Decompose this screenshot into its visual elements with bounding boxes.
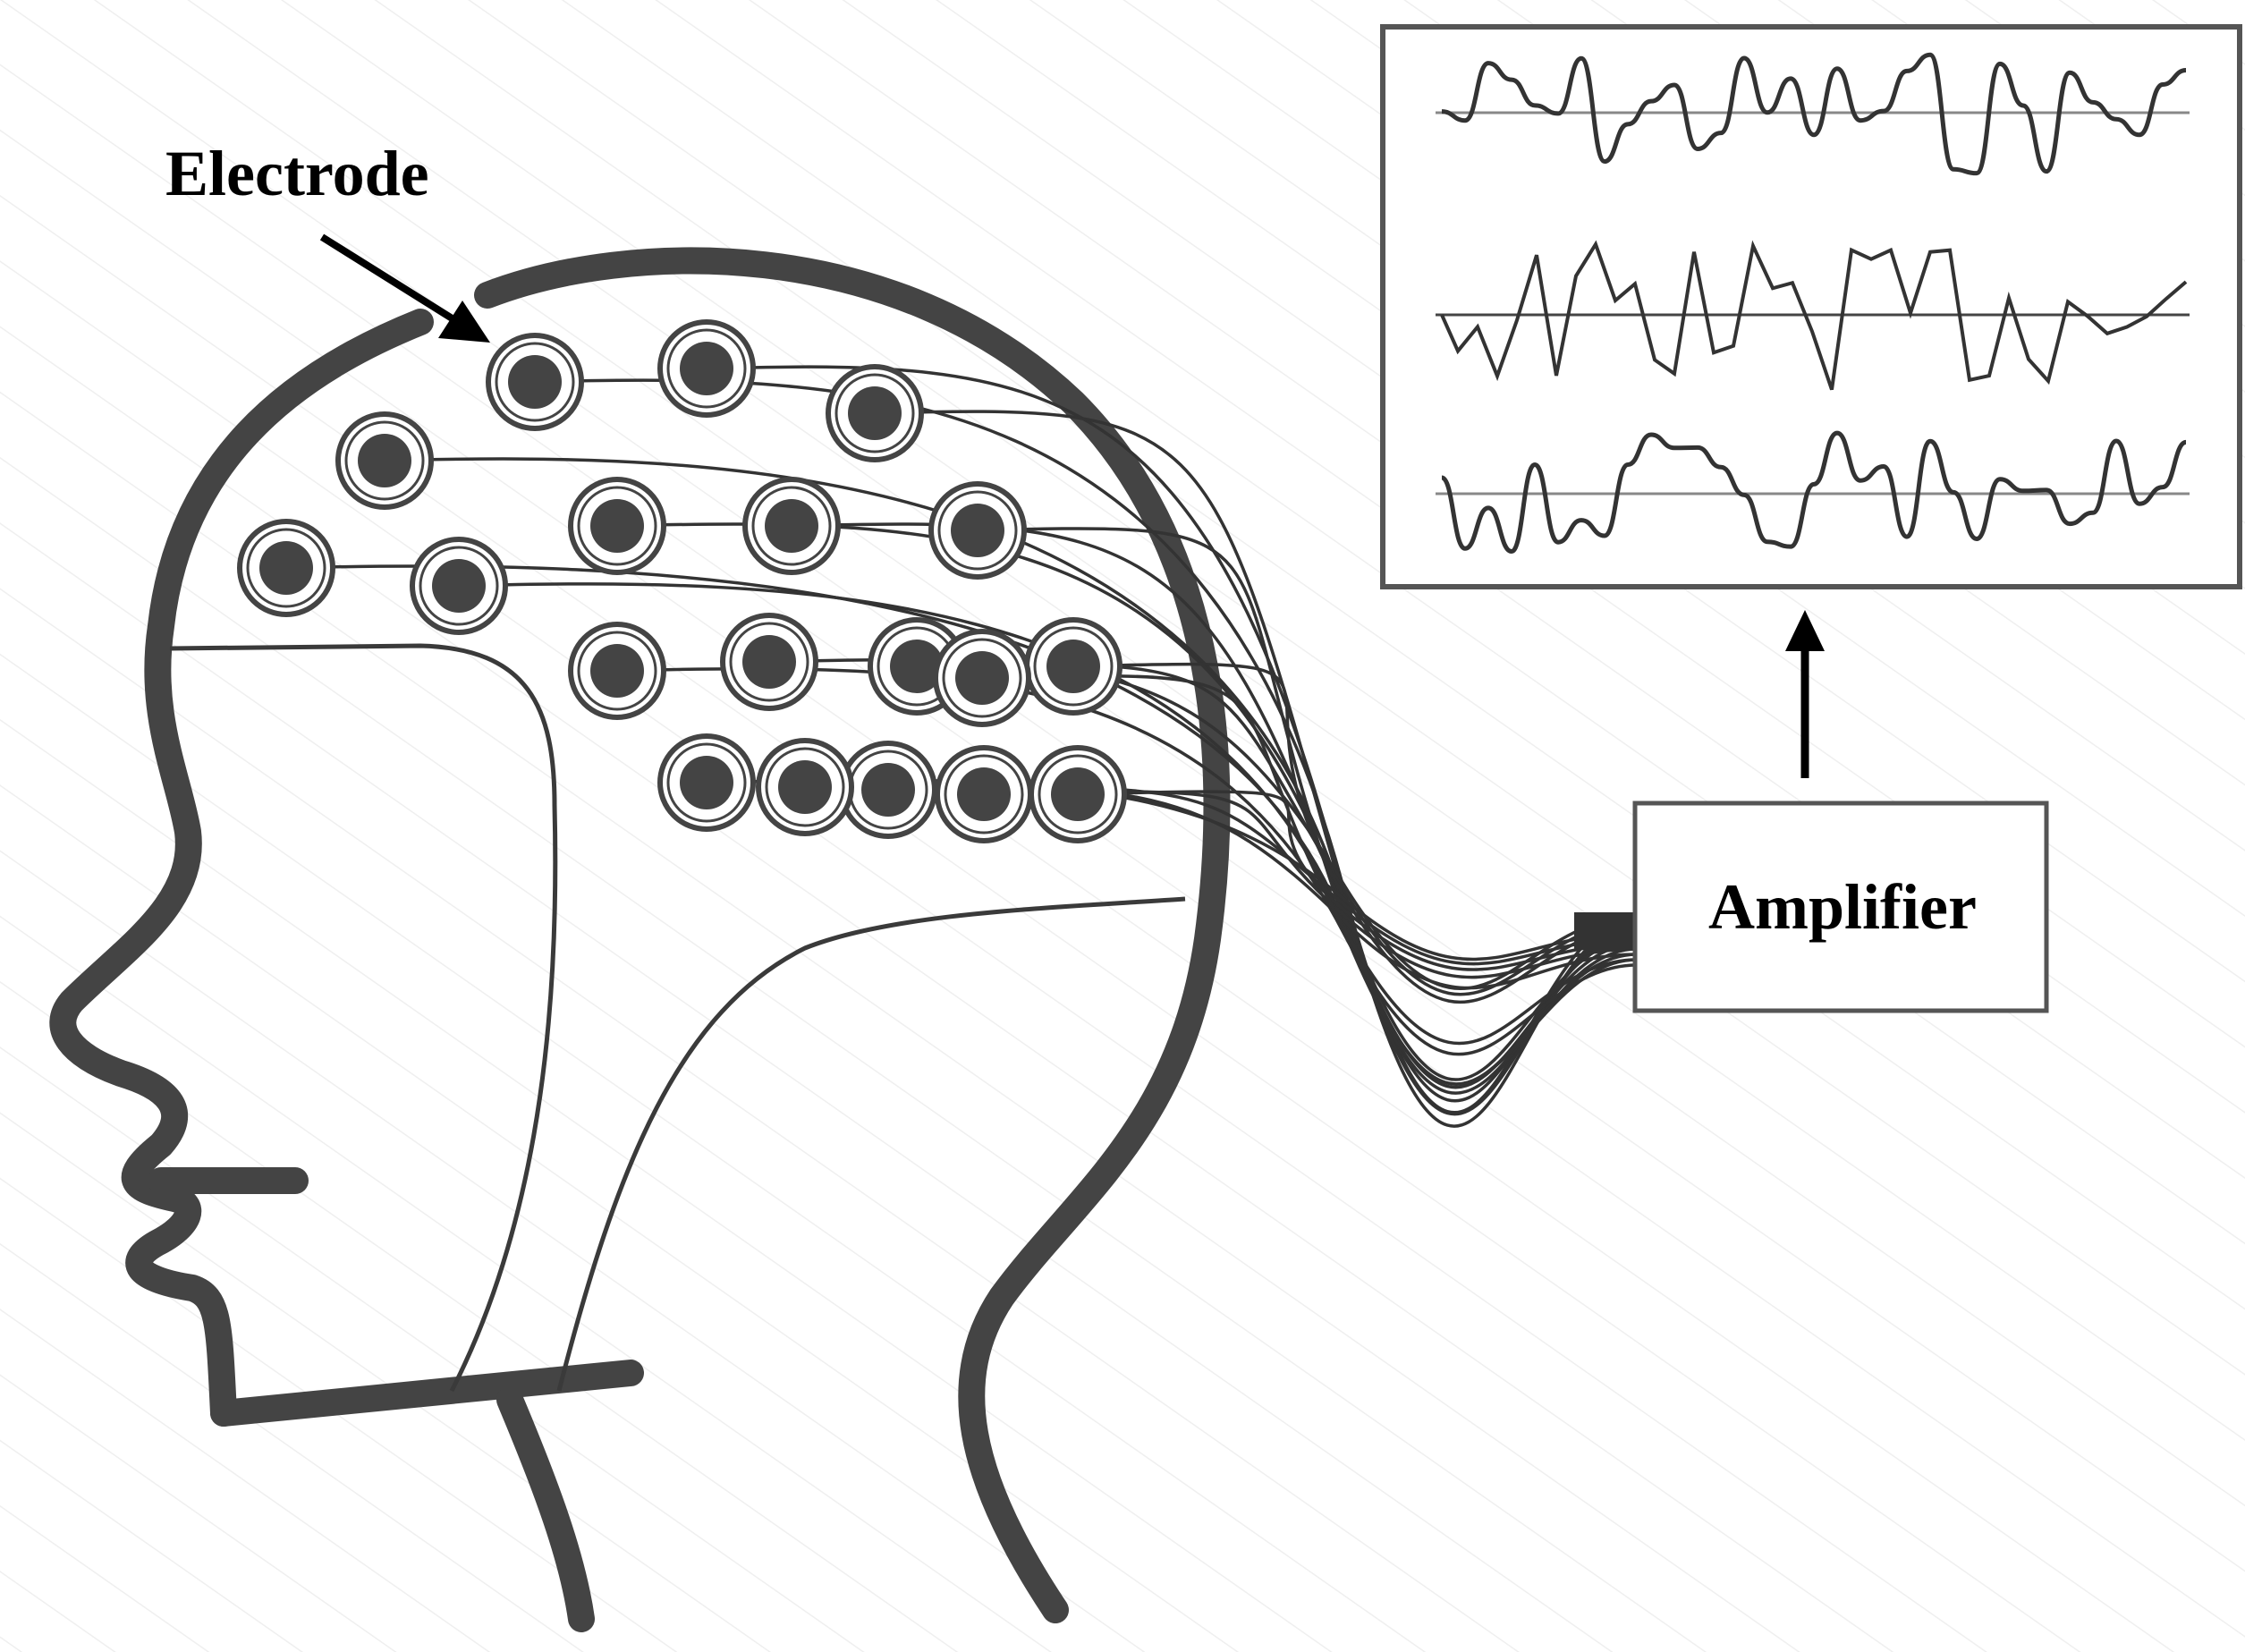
electrode — [933, 629, 1031, 727]
electrode-wire — [1077, 790, 1638, 971]
eeg-trace-2 — [1440, 240, 2188, 391]
electrode-wire — [1072, 662, 1638, 1004]
signal-monitor — [1380, 24, 2242, 589]
electrode — [657, 733, 756, 832]
cap-edge-line — [169, 643, 558, 1393]
electrode — [410, 537, 508, 635]
electrode — [335, 411, 434, 510]
cap-strap-line — [556, 896, 1186, 1392]
electrode — [826, 364, 924, 462]
cap-outline — [169, 643, 1186, 1393]
electrode — [742, 477, 841, 575]
wire-bundle-connector — [1574, 912, 1637, 950]
electrode — [657, 319, 756, 418]
amplifier-box: Amplifier — [1632, 801, 2049, 1013]
electrode — [237, 519, 335, 617]
front-neck-line — [496, 1386, 595, 1632]
electrode — [1029, 745, 1127, 843]
electrode — [568, 622, 666, 720]
amplifier-to-monitor-arrow — [1785, 610, 1825, 778]
face-profile-line — [49, 309, 434, 1427]
electrode — [928, 481, 1027, 580]
electrode-arrow — [319, 233, 490, 343]
electrode-wire — [983, 790, 1638, 979]
electrode — [756, 738, 854, 836]
eeg-trace-3 — [1440, 430, 2187, 555]
eeg-trace-1 — [1441, 52, 2187, 176]
skull-back-line — [474, 247, 1231, 1623]
electrode — [720, 613, 818, 711]
electrode-label: Electrode — [165, 138, 429, 209]
head-outline — [49, 247, 1231, 1632]
electrode — [568, 477, 666, 575]
electrode-array — [237, 319, 1127, 843]
electrode-wire — [458, 582, 1638, 1086]
electrode — [1024, 617, 1122, 716]
amplifier-label: Amplifier — [1708, 871, 1977, 943]
electrode-wire — [981, 674, 1638, 1046]
electrode — [486, 333, 584, 431]
electrode — [935, 745, 1033, 843]
electrode — [839, 741, 937, 839]
